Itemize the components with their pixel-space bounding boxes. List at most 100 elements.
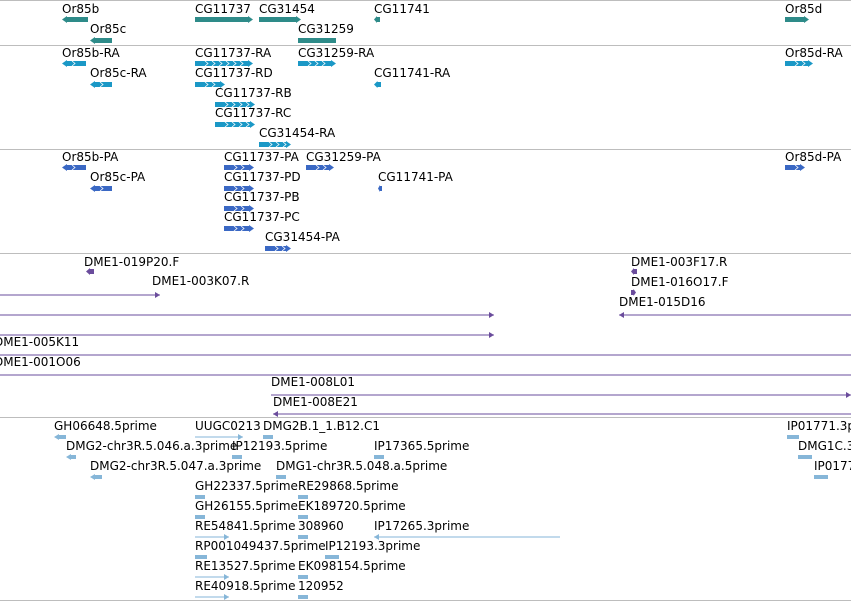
feature-label[interactable]: CG31259-RA — [298, 46, 375, 60]
feature-glyph[interactable] — [325, 554, 339, 560]
feature-label[interactable]: CG11741-RA — [374, 66, 451, 80]
feature-glyph[interactable] — [62, 164, 86, 171]
feature-label[interactable]: RP001049437.5prime — [195, 539, 326, 553]
feature-label[interactable]: IP17365.5prime — [374, 439, 470, 453]
feature-label[interactable]: 308960 — [298, 519, 344, 533]
feature-glyph[interactable] — [0, 292, 160, 298]
feature-label[interactable]: CG31454-PA — [265, 230, 340, 244]
feature-glyph[interactable] — [195, 514, 205, 520]
feature-label[interactable]: EK098154.5prime — [298, 559, 406, 573]
feature-label[interactable]: DME1-016O17.F — [631, 275, 729, 289]
feature-label[interactable]: CG11737-RA — [195, 46, 272, 60]
feature-label[interactable]: Or85d-PA — [785, 150, 842, 164]
feature-label[interactable]: RE40918.5prime — [195, 579, 296, 593]
feature-glyph[interactable] — [271, 392, 851, 398]
feature-glyph[interactable] — [232, 454, 242, 460]
feature-label[interactable]: RE29868.5prime — [298, 479, 399, 493]
feature-label[interactable]: DME1-005K11 — [0, 335, 80, 349]
feature-label[interactable]: GH22337.5prime — [195, 479, 298, 493]
feature-glyph[interactable] — [86, 268, 94, 275]
feature-glyph[interactable] — [785, 16, 809, 23]
feature-glyph[interactable] — [298, 534, 308, 540]
feature-glyph[interactable] — [298, 514, 308, 520]
feature-glyph[interactable] — [263, 434, 273, 440]
feature-label[interactable]: DME1-008L01 — [271, 375, 355, 389]
feature-glyph[interactable] — [273, 411, 851, 417]
feature-label[interactable]: DMG2B.1_1.B12.C1 — [263, 419, 380, 433]
feature-glyph[interactable] — [195, 16, 253, 23]
feature-label[interactable]: CG11737-PC — [224, 210, 300, 224]
feature-label[interactable]: CG11737-PA — [224, 150, 299, 164]
feature-glyph[interactable] — [265, 245, 291, 252]
feature-glyph[interactable] — [0, 332, 494, 338]
feature-glyph[interactable] — [195, 434, 243, 440]
feature-glyph[interactable] — [374, 534, 560, 540]
feature-label[interactable]: GH26155.5prime — [195, 499, 298, 513]
feature-glyph[interactable] — [0, 372, 851, 378]
feature-glyph[interactable] — [195, 574, 229, 580]
feature-glyph[interactable] — [374, 454, 384, 460]
feature-glyph[interactable] — [785, 60, 813, 67]
feature-glyph[interactable] — [259, 141, 291, 148]
feature-label[interactable]: IP17265.3prime — [374, 519, 470, 533]
feature-glyph[interactable] — [54, 434, 66, 440]
feature-label[interactable]: IP0177 — [814, 459, 851, 473]
feature-glyph[interactable] — [631, 289, 636, 296]
feature-glyph[interactable] — [374, 16, 380, 23]
feature-glyph[interactable] — [276, 474, 286, 480]
feature-label[interactable]: 120952 — [298, 579, 344, 593]
feature-glyph[interactable] — [224, 185, 254, 192]
feature-glyph[interactable] — [787, 434, 799, 440]
feature-label[interactable]: DMG1C.3 — [798, 439, 851, 453]
feature-label[interactable]: Or85b-RA — [62, 46, 120, 60]
feature-label[interactable]: Or85b — [62, 2, 100, 16]
feature-glyph[interactable] — [631, 268, 637, 275]
feature-label[interactable]: DMG2-chr3R.5.046.a.3prime — [66, 439, 238, 453]
feature-label[interactable]: CG11741-PA — [378, 170, 453, 184]
feature-glyph[interactable] — [374, 81, 381, 88]
feature-glyph[interactable] — [195, 81, 225, 88]
feature-label[interactable]: DMG1-chr3R.5.048.a.5prime — [276, 459, 448, 473]
feature-glyph[interactable] — [814, 474, 828, 480]
feature-label[interactable]: RE13527.5prime — [195, 559, 296, 573]
feature-glyph[interactable] — [195, 494, 205, 500]
feature-label[interactable]: CG11737-PB — [224, 190, 300, 204]
feature-label[interactable]: DMG2-chr3R.5.047.a.3prime — [90, 459, 262, 473]
feature-glyph[interactable] — [259, 16, 301, 23]
feature-label[interactable]: CG31454 — [259, 2, 315, 16]
feature-label[interactable]: CG11737-RC — [215, 106, 292, 120]
feature-glyph[interactable] — [298, 594, 308, 600]
feature-label[interactable]: Or85d — [785, 2, 823, 16]
feature-label[interactable]: RE54841.5prime — [195, 519, 296, 533]
feature-glyph[interactable] — [195, 60, 253, 67]
feature-label[interactable]: CG11737-RD — [195, 66, 273, 80]
feature-label[interactable]: DME1-001O06 — [0, 355, 81, 369]
feature-label[interactable]: CG11737-PD — [224, 170, 301, 184]
feature-label[interactable]: CG31259 — [298, 22, 354, 36]
feature-label[interactable]: IP12193.3prime — [325, 539, 421, 553]
feature-glyph[interactable] — [619, 312, 851, 318]
feature-glyph[interactable] — [0, 352, 851, 358]
feature-glyph[interactable] — [62, 16, 88, 23]
feature-glyph[interactable] — [62, 60, 86, 67]
feature-label[interactable]: CG31259-PA — [306, 150, 381, 164]
feature-label[interactable]: GH06648.5prime — [54, 419, 157, 433]
feature-glyph[interactable] — [195, 554, 207, 560]
feature-glyph[interactable] — [90, 185, 112, 192]
feature-glyph[interactable] — [90, 37, 112, 44]
feature-label[interactable]: Or85c-PA — [90, 170, 146, 184]
feature-label[interactable]: DME1-003F17.R — [631, 255, 728, 269]
feature-label[interactable]: Or85d-RA — [785, 46, 843, 60]
feature-glyph[interactable] — [90, 81, 112, 88]
feature-glyph[interactable] — [298, 60, 336, 67]
feature-glyph[interactable] — [66, 454, 76, 460]
feature-glyph[interactable] — [298, 494, 308, 500]
feature-label[interactable]: DME1-008E21 — [273, 395, 358, 409]
feature-glyph[interactable] — [298, 37, 336, 44]
feature-glyph[interactable] — [224, 164, 254, 171]
feature-label[interactable]: CG11737-RB — [215, 86, 292, 100]
feature-label[interactable]: CG31454-RA — [259, 126, 336, 140]
feature-glyph[interactable] — [798, 454, 812, 460]
feature-glyph[interactable] — [90, 474, 102, 480]
feature-label[interactable]: EK189720.5prime — [298, 499, 406, 513]
